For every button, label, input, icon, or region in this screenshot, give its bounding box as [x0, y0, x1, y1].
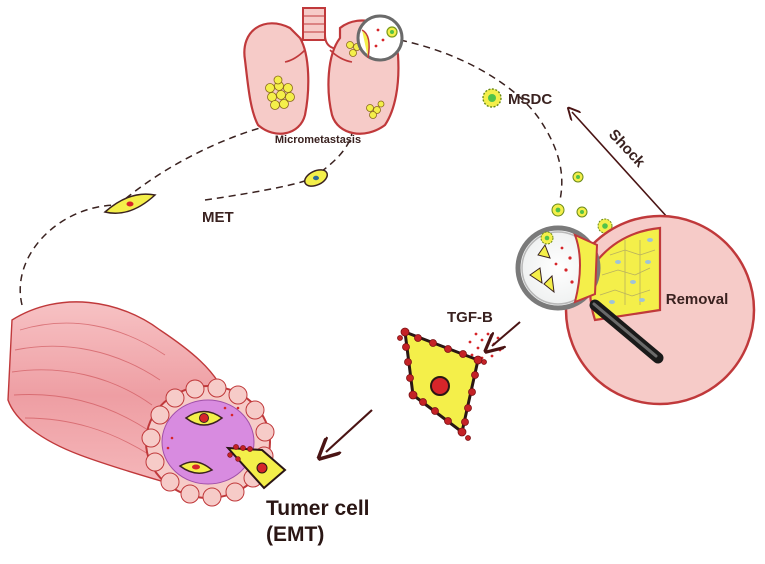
- lung-cell-cluster-left: [265, 75, 295, 110]
- msdc-label: MSDC: [508, 91, 552, 108]
- vessel-rim-cells: [141, 378, 275, 507]
- lens-msdc: [540, 231, 554, 245]
- lung-magnifier: [356, 14, 404, 62]
- path-lung-to-tumor: [399, 39, 563, 201]
- emt-cell-large: [397, 327, 487, 441]
- extravasating-cell: [225, 444, 287, 490]
- lumen-cell-2: [178, 461, 214, 474]
- met-cell-1: [103, 193, 157, 214]
- emt-to-vessel-arrow: [326, 409, 373, 452]
- lumen-cell-1: [184, 410, 224, 426]
- tumor-wedge-nuclei: [609, 238, 653, 304]
- msdc-cell: [482, 88, 502, 108]
- emt-cell-nucleus: [430, 376, 450, 396]
- met-cell-2: [303, 169, 329, 187]
- micrometastasis-label: Micrometastasis: [275, 134, 361, 146]
- path-vessel-to-lung: [19, 121, 286, 306]
- shock-label: Shock: [605, 126, 649, 171]
- tumor-cell-label-line2: (EMT): [266, 523, 324, 546]
- primary-tumor: Removal: [564, 214, 756, 406]
- tumor-cell-label-line1: Tumer cell: [266, 497, 369, 520]
- blood-vessel: [7, 301, 287, 507]
- shock-arrow: [572, 112, 669, 219]
- removal-label: Removal: [666, 291, 729, 308]
- magnifying-glass: [515, 225, 664, 364]
- lens-emt-cells: [529, 243, 555, 294]
- met-label: MET: [202, 209, 234, 226]
- tgfb-dots: [468, 332, 502, 360]
- lungs: Micrometastasis: [243, 7, 404, 146]
- tumor-wedge-cells: [599, 240, 656, 305]
- vessel-striations: [11, 322, 166, 456]
- tgfb-arrow: [492, 321, 521, 346]
- floating-msdc-cells: [551, 171, 613, 234]
- emt-cell-granules: [397, 327, 487, 441]
- lung-cell-cluster-right: [346, 41, 385, 119]
- lumen-dots: [166, 406, 240, 452]
- tgfb-label: TGF-B: [447, 309, 493, 326]
